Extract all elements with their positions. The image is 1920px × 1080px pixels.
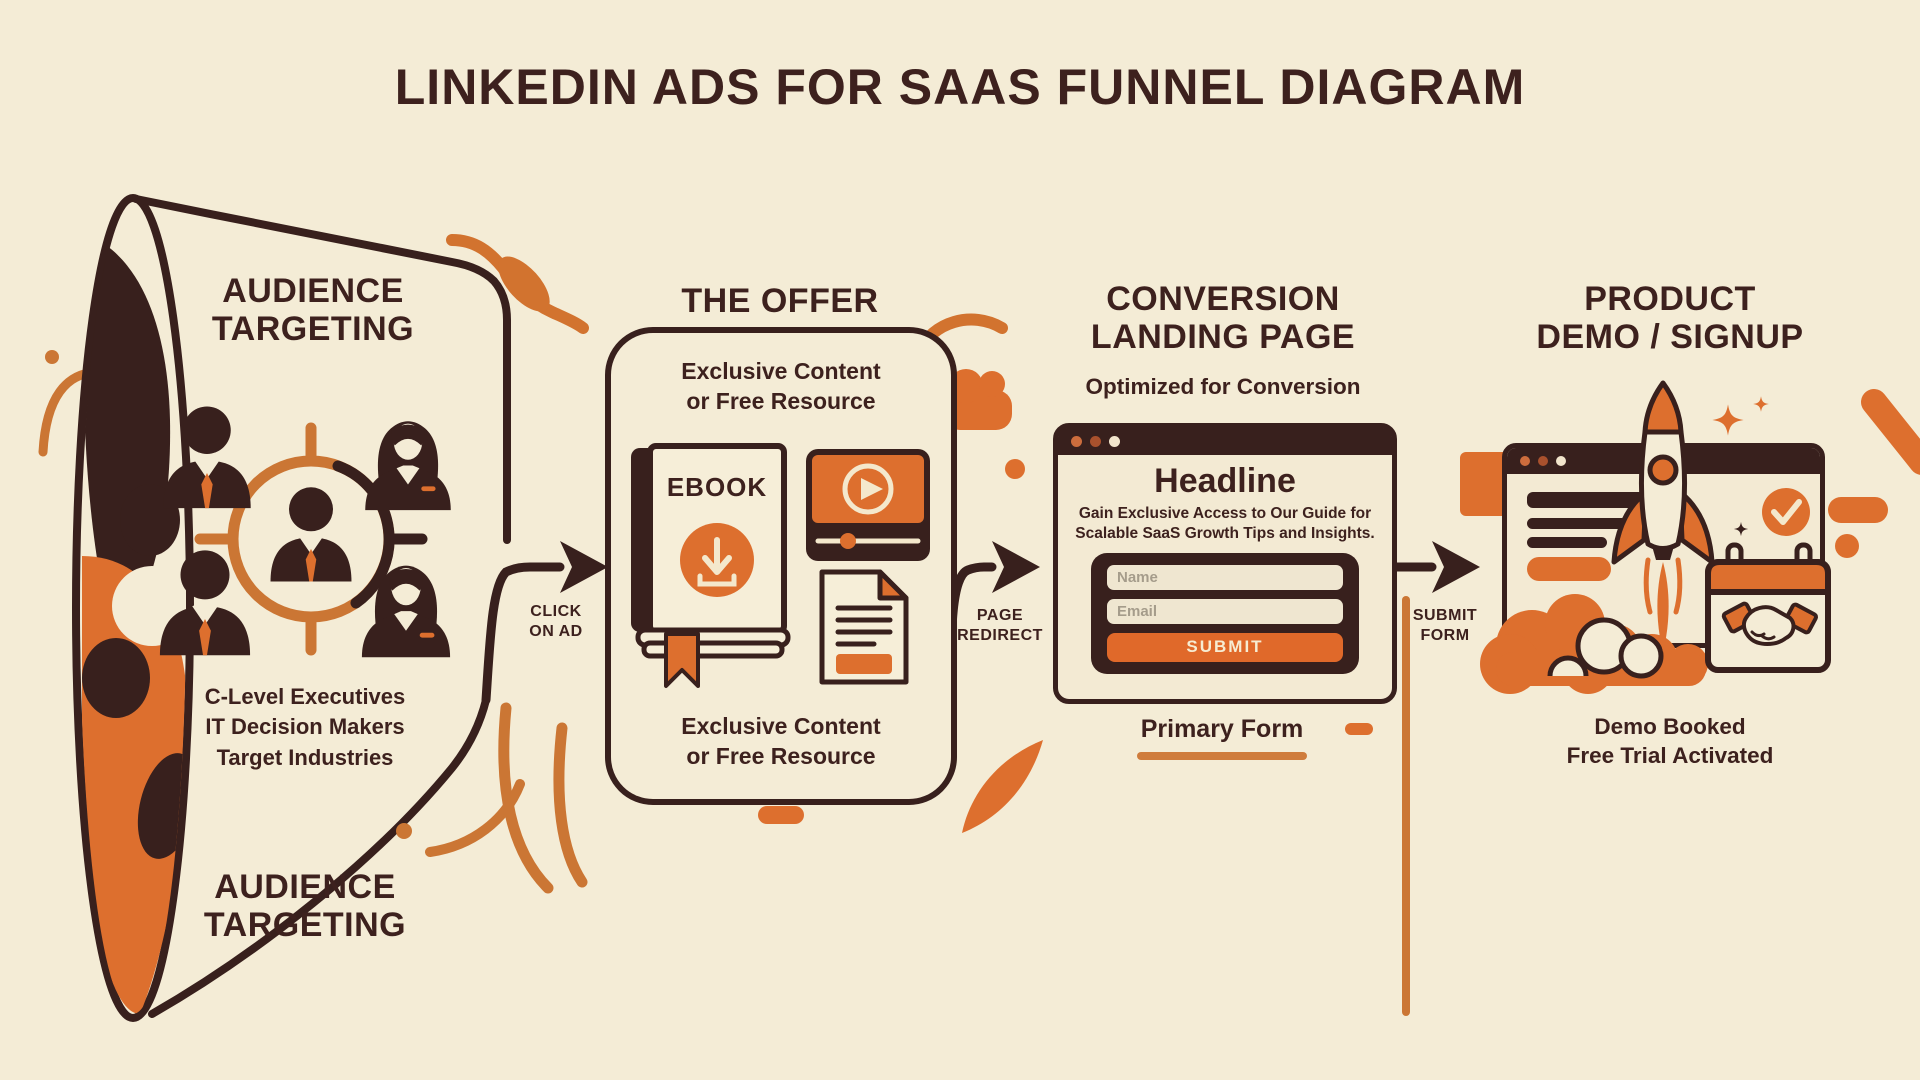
offer-top-caption: Exclusive Content or Free Resource — [681, 358, 881, 414]
window-dot-icon — [1556, 456, 1566, 466]
window-dot-icon — [1090, 436, 1101, 447]
landing-heading: CONVERSION LANDING PAGE — [1090, 280, 1356, 357]
audience-details: C-Level Executives IT Decision Makers Ta… — [204, 684, 406, 770]
primary-form-underline — [1137, 752, 1307, 760]
name-input[interactable] — [1107, 564, 1343, 590]
ebook-label: EBOOK — [666, 472, 768, 502]
arrow-submit-form — [1385, 541, 1480, 593]
page-title: LINKEDIN ADS FOR SAAS FUNNEL DIAGRAM — [394, 59, 1526, 115]
submit-button[interactable]: SUBMIT — [1107, 632, 1343, 662]
launch-clouds-icon — [1480, 594, 1708, 694]
content-cta-pill — [1527, 557, 1611, 581]
landing-headline: Headline — [1154, 462, 1296, 500]
calendar-handshake-icon — [1705, 542, 1831, 673]
play-icon — [861, 478, 883, 500]
lead-capture-form: SUBMIT — [1091, 552, 1359, 674]
content-line-bar — [1527, 518, 1627, 529]
orange-leaf-decoration — [446, 234, 589, 334]
landing-window-titlebar — [1058, 428, 1392, 455]
content-line-bar — [1527, 492, 1645, 508]
video-player-icon — [806, 449, 930, 561]
ebook-download-icon — [631, 443, 791, 688]
click-on-ad-label: CLICK ON AD — [529, 603, 583, 640]
window-dot-icon — [1520, 456, 1530, 466]
document-file-icon — [819, 569, 909, 685]
landing-description: Gain Exclusive Access to Our Guide for S… — [1075, 505, 1375, 542]
arrow-click-on-ad — [481, 541, 608, 705]
window-dot-icon — [1071, 436, 1082, 447]
landing-subheading: Optimized for Conversion — [1085, 374, 1361, 399]
landing-page-window: Headline Gain Exclusive Access to Our Gu… — [1053, 423, 1397, 704]
submit-form-label: SUBMIT FORM — [1412, 607, 1478, 644]
demo-heading: PRODUCT DEMO / SIGNUP — [1536, 280, 1804, 357]
page-redirect-label: PAGE REDIRECT — [957, 607, 1043, 644]
window-dot-icon — [1109, 436, 1120, 447]
audience-heading: AUDIENCE TARGETING — [211, 272, 415, 349]
audience-footer-label: AUDIENCE TARGETING — [203, 868, 407, 945]
check-circle-icon — [1762, 488, 1810, 536]
sparkle-icons — [1712, 396, 1769, 537]
rocket-icon — [1611, 380, 1715, 652]
funnel-shape — [72, 194, 511, 1022]
under-funnel-swirls — [396, 702, 588, 894]
audience-target-icon — [159, 406, 451, 658]
offer-right-decorations — [758, 313, 1043, 833]
window-dot-icon — [1538, 456, 1548, 466]
content-line-bar — [1527, 537, 1607, 548]
demo-caption: Demo Booked Free Trial Activated — [1566, 714, 1774, 769]
primary-form-label: Primary Form — [1140, 715, 1304, 743]
email-input[interactable] — [1107, 598, 1343, 624]
offer-heading: THE OFFER — [681, 282, 879, 320]
offer-bottom-caption: Exclusive Content or Free Resource — [681, 713, 881, 769]
